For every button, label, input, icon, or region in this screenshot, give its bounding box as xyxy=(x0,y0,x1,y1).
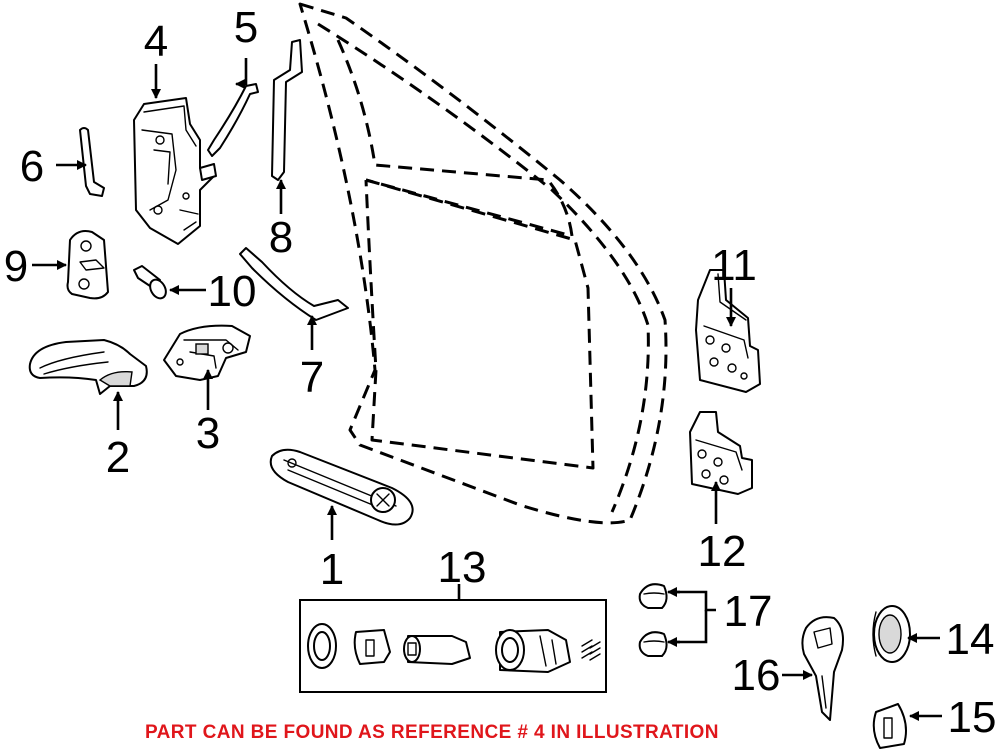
key xyxy=(801,616,844,721)
upper-hinge xyxy=(695,269,761,393)
callout-numbers: 1 2 3 4 5 6 7 8 9 10 11 12 13 14 15 16 1… xyxy=(4,3,997,742)
leader-17-top xyxy=(674,590,716,612)
cover-cap xyxy=(872,605,911,663)
actuator-rod xyxy=(239,247,349,321)
callout-11: 11 xyxy=(711,241,757,290)
callout-9: 9 xyxy=(4,242,28,291)
striker-plate xyxy=(66,230,109,300)
callout-1: 1 xyxy=(320,545,344,594)
caption-text: PART CAN BE FOUND AS REFERENCE # 4 IN IL… xyxy=(145,722,719,743)
callout-15: 15 xyxy=(948,693,997,742)
callout-14: 14 xyxy=(946,615,995,664)
outside-door-handle xyxy=(269,448,414,526)
callout-8: 8 xyxy=(269,213,293,262)
inside-door-handle xyxy=(28,339,148,395)
link-rod xyxy=(207,83,259,157)
lock-cylinder-kit xyxy=(299,599,607,693)
callout-7: 7 xyxy=(300,353,324,402)
callout-2: 2 xyxy=(106,433,130,482)
callout-6: 6 xyxy=(20,142,44,191)
callout-5: 5 xyxy=(234,3,258,52)
latch-bracket xyxy=(163,324,251,381)
callout-17: 17 xyxy=(724,587,773,636)
callout-12: 12 xyxy=(698,527,747,576)
bolt xyxy=(133,265,167,300)
callout-10: 10 xyxy=(208,267,257,316)
leader-17-bottom xyxy=(674,610,708,644)
callout-arrows xyxy=(32,58,942,721)
lower-hinge xyxy=(689,411,753,495)
callout-16: 16 xyxy=(732,651,781,700)
door-latch-assembly xyxy=(133,97,217,245)
small-rod xyxy=(79,127,105,197)
door-outline xyxy=(298,2,668,525)
arrow-5 xyxy=(235,58,248,89)
callout-3: 3 xyxy=(196,409,220,458)
callout-4: 4 xyxy=(144,17,168,66)
callout-13: 13 xyxy=(438,543,487,592)
plugs xyxy=(638,583,668,657)
lock-rod xyxy=(271,39,303,181)
small-cap xyxy=(872,703,907,749)
